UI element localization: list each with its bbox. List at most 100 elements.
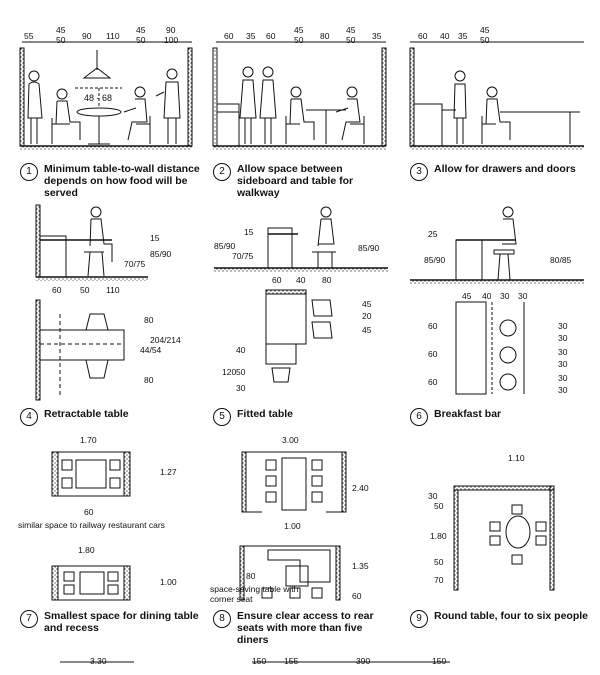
dim-label: 50 bbox=[434, 557, 444, 567]
panel-number: 7 bbox=[20, 610, 38, 628]
caption-text: Ensure clear access to rear seats with m… bbox=[237, 610, 374, 646]
dim-label: 1.00 bbox=[160, 577, 177, 587]
dim-label: 120 bbox=[222, 367, 237, 377]
dim-label: 80/85 bbox=[550, 255, 572, 265]
panel-2-caption: 2 Allow space between sideboard and tabl… bbox=[213, 163, 393, 199]
dim-label: 35 bbox=[372, 31, 382, 41]
dim-label: 40 bbox=[296, 275, 306, 285]
dim-label: 150 bbox=[432, 656, 447, 666]
caption-text: Round table, four to six people bbox=[434, 610, 589, 622]
dim-label: 60 bbox=[52, 285, 62, 295]
dim-label: 85/90 bbox=[214, 241, 236, 251]
panel-6-drawings bbox=[410, 206, 584, 395]
caption-text: Minimum table-to-wall distance depends o… bbox=[44, 163, 200, 199]
dim-label: 40 bbox=[236, 345, 246, 355]
dim-label: 70 bbox=[434, 575, 444, 585]
panel-9-plan bbox=[453, 485, 555, 591]
dim-label: 45 bbox=[136, 25, 146, 35]
dim-label: 1.27 bbox=[160, 467, 177, 477]
dim-label: 150 bbox=[252, 656, 267, 666]
dim-label: 60 bbox=[418, 31, 428, 41]
panel-2-elevation bbox=[212, 41, 387, 150]
panel-9-caption: 9 Round table, four to six people bbox=[410, 610, 590, 628]
dim-label: 44/54 bbox=[140, 345, 162, 355]
dim-label: 45 bbox=[346, 25, 356, 35]
dim-label: 70/75 bbox=[232, 251, 254, 261]
dim-label: 80 bbox=[246, 571, 256, 581]
panel-6-caption: 6 Breakfast bar bbox=[410, 408, 590, 426]
dim-label: 204/214 bbox=[150, 335, 181, 345]
dim-label: 90 bbox=[82, 31, 92, 41]
dim-label: 30 bbox=[558, 333, 568, 343]
panel-1-caption: 1 Minimum table-to-wall distance depends… bbox=[20, 163, 200, 199]
dim-label: 2.40 bbox=[352, 483, 369, 493]
dim-label: 40 bbox=[440, 31, 450, 41]
dim-label: 1.00 bbox=[284, 521, 301, 531]
dim-label: 85/90 bbox=[150, 249, 172, 259]
dim-label: 1.80 bbox=[430, 531, 447, 541]
dim-label: 50 bbox=[56, 35, 66, 45]
panel-4-caption: 4 Retractable table bbox=[20, 408, 200, 426]
dim-label: 1.70 bbox=[80, 435, 97, 445]
dim-label: 1.35 bbox=[352, 561, 369, 571]
dim-label: 110 bbox=[106, 31, 120, 41]
dim-label: 30 bbox=[500, 291, 510, 301]
dim-label: 15 bbox=[244, 227, 254, 237]
panel-5-drawings bbox=[214, 206, 388, 383]
panel-3-caption: 3 Allow for drawers and doors bbox=[410, 163, 590, 181]
dim-label: 30 bbox=[558, 385, 568, 395]
dim-label: 50 bbox=[136, 35, 146, 45]
dim-label: 390 bbox=[356, 656, 371, 666]
dim-label: 30 bbox=[236, 383, 246, 393]
dim-label: 45 bbox=[362, 299, 372, 309]
dim-label: 48 - 68 bbox=[84, 93, 113, 103]
dim-label: 110 bbox=[106, 285, 120, 295]
panel-7-plans bbox=[51, 451, 131, 601]
dim-label: 80 bbox=[144, 315, 154, 325]
dim-label: 60 bbox=[224, 31, 234, 41]
panel-number: 9 bbox=[410, 610, 428, 628]
dim-label: 155 bbox=[284, 656, 299, 666]
caption-text: Smallest space for dining table and rece… bbox=[44, 610, 199, 634]
dim-label: 45 bbox=[480, 25, 490, 35]
dim-label: 90 bbox=[166, 25, 176, 35]
panel-number: 4 bbox=[20, 408, 38, 426]
dim-label: 1.10 bbox=[508, 453, 525, 463]
caption-text: Retractable table bbox=[44, 408, 129, 420]
panel-number: 8 bbox=[213, 610, 231, 628]
dim-label: 60 bbox=[352, 591, 362, 601]
dim-label: 55 bbox=[24, 31, 34, 41]
dim-label: 30 bbox=[558, 347, 568, 357]
dim-label: 45 bbox=[294, 25, 304, 35]
dim-label: 35 bbox=[246, 31, 256, 41]
dim-label: 45 bbox=[462, 291, 472, 301]
dim-label: 60 bbox=[84, 507, 94, 517]
dim-label: 50 bbox=[434, 501, 444, 511]
dim-label: 15 bbox=[150, 233, 160, 243]
panel-8-plans bbox=[239, 451, 347, 601]
dim-label: 80 bbox=[144, 375, 154, 385]
panel-number: 5 bbox=[213, 408, 231, 426]
dim-label: 30 bbox=[558, 359, 568, 369]
dim-label: 50 bbox=[294, 35, 304, 45]
panel-4-drawings bbox=[35, 204, 148, 401]
caption-text: Allow for drawers and doors bbox=[434, 163, 576, 175]
dim-label: 30 bbox=[428, 491, 438, 501]
dim-label: 25 bbox=[428, 229, 438, 239]
dim-label: 85/90 bbox=[358, 243, 380, 253]
dim-label: 85/90 bbox=[424, 255, 446, 265]
dim-label: 60 bbox=[428, 377, 438, 387]
dim-label: 3.30 bbox=[90, 656, 107, 666]
dim-label: 45 bbox=[362, 325, 372, 335]
dim-label: 70/75 bbox=[124, 259, 146, 269]
dim-label: 20 bbox=[362, 311, 372, 321]
dim-label: 100 bbox=[164, 35, 179, 45]
dim-label: 60 bbox=[428, 349, 438, 359]
dim-label: 35 bbox=[458, 31, 468, 41]
panel-number: 6 bbox=[410, 408, 428, 426]
panel-3-elevation bbox=[409, 41, 584, 150]
railway-note: similar space to railway restaurant cars bbox=[18, 520, 165, 530]
dim-label: 3.00 bbox=[282, 435, 299, 445]
dim-label: 30 bbox=[558, 321, 568, 331]
